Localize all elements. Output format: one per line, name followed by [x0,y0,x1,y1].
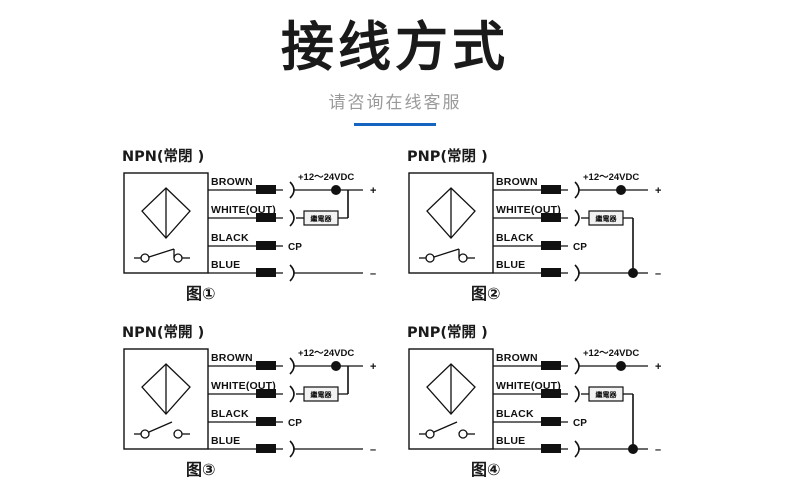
terminal-plug-blue [256,268,276,277]
terminal-plug-black [256,241,276,250]
minus-sign-label: – [370,268,376,280]
junction-dot-plus [616,185,626,195]
diagram-title: PNP(常閉 ) [407,149,488,165]
supply-voltage-label: +12～24VDC [298,172,354,183]
terminal-plug-blue [256,444,276,453]
connector-brown [574,181,580,199]
terminal-plug-white [256,389,276,398]
connector-white [574,209,580,227]
wire-label-blue: BLUE [211,259,240,271]
connector-brown [289,181,295,199]
terminal-plug-brown [541,185,561,194]
plus-sign-label: + [655,361,661,373]
connector-blue [289,264,295,282]
relay-box-label: 繼電器 [311,390,333,399]
connector-blue [574,440,580,458]
terminal-plug-brown [256,185,276,194]
relay-box-label: 繼電器 [596,390,618,399]
wire-label-brown: BROWN [211,176,253,188]
junction-dot-plus [616,361,626,371]
wire-label-black: BLACK [211,408,249,420]
page-subtitle: 请咨询在线客服 [328,93,462,113]
terminal-plug-black [541,241,561,250]
diagram-npn-nc: NPN(常閉 ) BROWN [108,145,398,320]
diagram-schematic-npn-nc: BROWN +12～24VDC + WHITE(OUT) 繼電器 [123,172,376,282]
diagram-title: NPN(常閉 ) [122,149,205,165]
connector-white [289,385,295,403]
terminal-plug-brown [256,361,276,370]
terminal-plug-blue [541,268,561,277]
junction-dot-plus [331,185,341,195]
minus-sign-label: – [370,444,376,456]
connector-white [574,385,580,403]
page-header: 接线方式 请咨询在线客服 [0,0,790,126]
wire-label-black: BLACK [496,232,534,244]
page-title: 接线方式 [281,17,509,78]
terminal-plug-white [541,213,561,222]
connector-brown [289,357,295,375]
diagram-caption: 图③ [186,460,216,479]
relay-box-label: 繼電器 [311,214,333,223]
diagram-title: PNP(常開 ) [407,325,488,341]
minus-sign-label: – [655,444,661,456]
diagram-pnp-no: PNP(常開 ) BROWN +12～24VDC [393,321,683,496]
wire-label-brown: BROWN [496,176,538,188]
supply-voltage-label: +12～24VDC [583,172,639,183]
contact-symbol-normally-closed [419,248,475,263]
wire-label-blue: BLUE [496,435,525,447]
cp-label: CP [288,418,302,429]
cp-label: CP [573,418,587,429]
supply-voltage-label: +12～24VDC [583,348,639,359]
plus-sign-label: + [370,185,376,197]
contact-symbol-normally-closed [134,248,190,263]
relay-box-label: 繼電器 [596,214,618,223]
plus-sign-label: + [370,361,376,373]
terminal-plug-white [256,213,276,222]
wire-label-brown: BROWN [211,352,253,364]
junction-dot-plus [331,361,341,371]
junction-dot-minus [628,268,638,278]
wire-label-blue: BLUE [496,259,525,271]
junction-dot-minus [628,444,638,454]
wire-label-black: BLACK [211,232,249,244]
contact-symbol-normally-open [419,421,475,439]
cp-label: CP [288,242,302,253]
connector-blue [289,440,295,458]
terminal-plug-black [541,417,561,426]
accent-divider [354,123,436,126]
wire-label-black: BLACK [496,408,534,420]
connector-blue [574,264,580,282]
wire-label-blue: BLUE [211,435,240,447]
diagram-schematic-pnp-no: BROWN +12～24VDC + WHITE(OUT) 繼電器 BLACK [408,348,661,458]
diagram-pnp-nc: PNP(常閉 ) BROWN +12～2 [393,145,683,320]
diagram-grid: NPN(常閉 ) BROWN [0,145,790,500]
diagram-schematic-pnp-nc: BROWN +12～24VDC + WHITE(OUT) 繼電器 BLACK [408,172,661,282]
supply-voltage-label: +12～24VDC [298,348,354,359]
diagram-npn-no: NPN(常開 ) BROWN +12～24VDC [108,321,398,496]
terminal-plug-blue [541,444,561,453]
wire-label-brown: BROWN [496,352,538,364]
connector-brown [574,357,580,375]
terminal-plug-brown [541,361,561,370]
minus-sign-label: – [655,268,661,280]
diagram-title: NPN(常開 ) [122,325,205,341]
cp-label: CP [573,242,587,253]
terminal-plug-black [256,417,276,426]
diagram-caption: 图① [186,284,216,303]
terminal-plug-white [541,389,561,398]
diagram-caption: 图② [471,284,501,303]
contact-symbol-normally-open [134,421,190,439]
diagram-schematic-npn-no: BROWN +12～24VDC + WHITE(OUT) 繼電器 BLACK [123,348,376,458]
diagram-caption: 图④ [471,460,501,479]
connector-white [289,209,295,227]
plus-sign-label: + [655,185,661,197]
